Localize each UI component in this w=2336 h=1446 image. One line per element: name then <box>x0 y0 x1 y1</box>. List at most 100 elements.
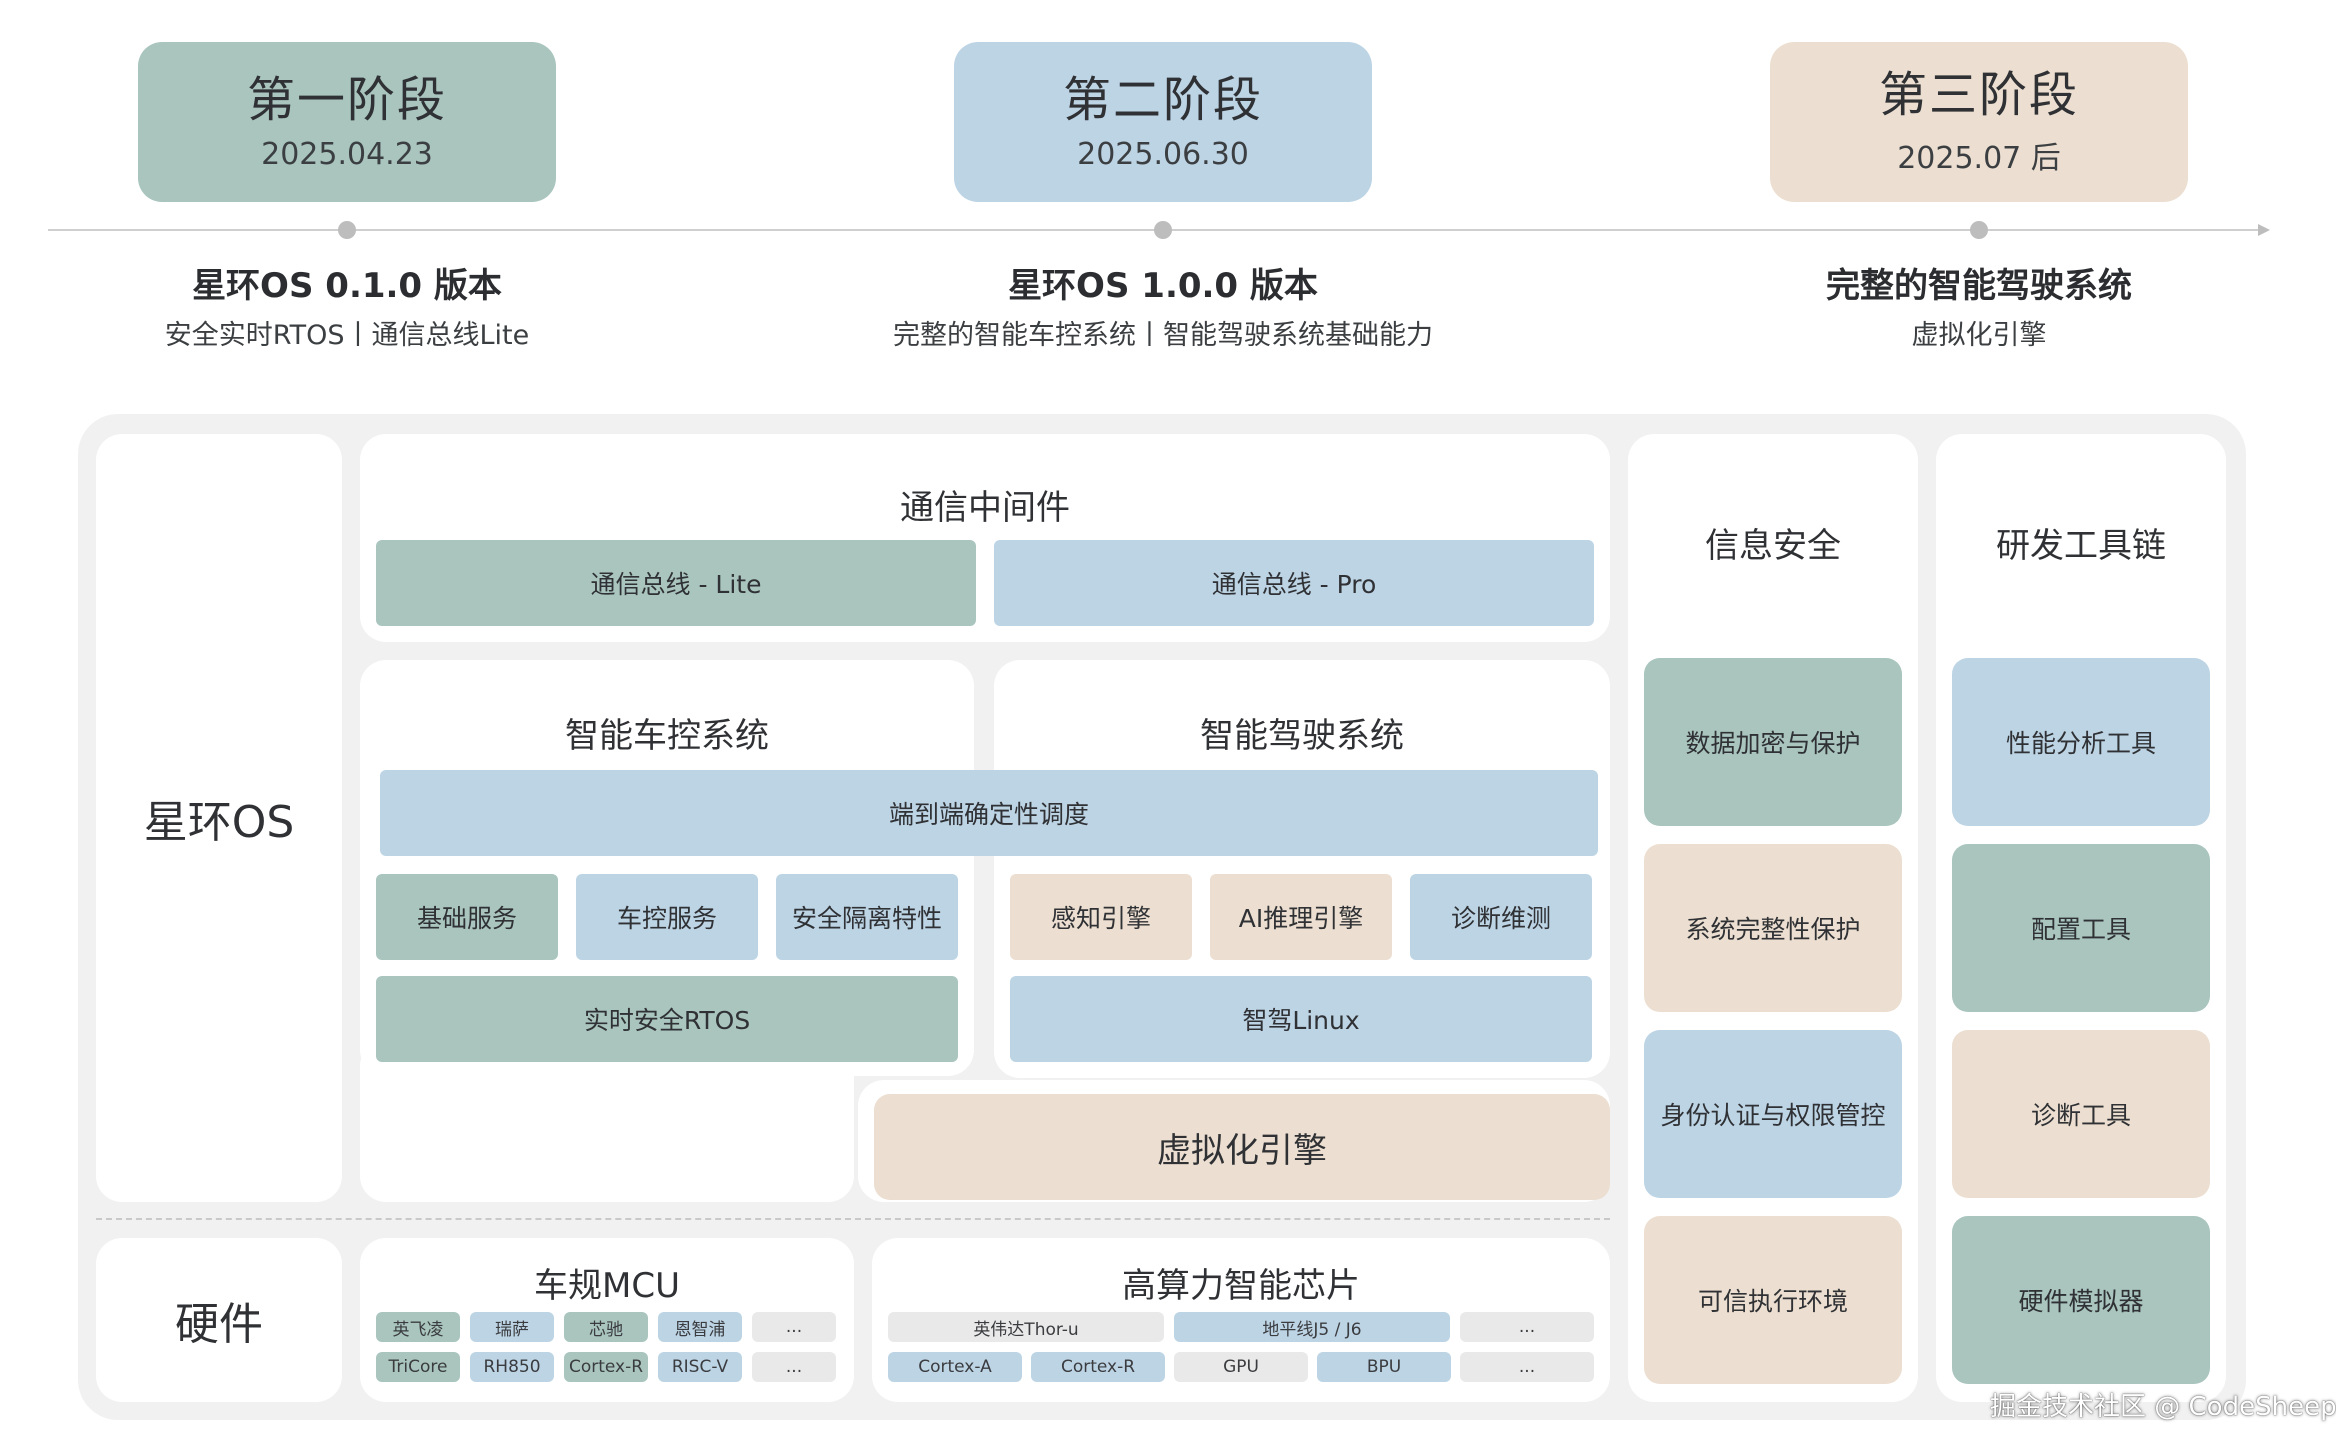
security-item-label: 系统完整性保护 <box>1685 915 1861 944</box>
toolchain-item: 配置工具 <box>1952 844 2210 1012</box>
stage-2-version: 星环OS 1.0.0 版本 <box>1008 266 1318 306</box>
mcu-card: 车规MCU 英飞凌 瑞萨 芯驰 恩智浦 ... TriCore RH850 Co… <box>360 1238 854 1402</box>
perception-label: 感知引擎 <box>1050 904 1151 933</box>
ai-chip-item: ... <box>1460 1352 1594 1382</box>
ai-chip-label: Cortex-A <box>918 1357 992 1377</box>
middleware-card: 通信中间件 通信总线 - Lite 通信总线 - Pro <box>360 434 1610 642</box>
virtualization-label: 虚拟化引擎 <box>1157 1130 1327 1171</box>
basic-service-block: 基础服务 <box>376 874 558 960</box>
mcu-chip-label: RH850 <box>483 1357 541 1377</box>
timeline-dot-3 <box>1970 221 1988 239</box>
isolation-label: 安全隔离特性 <box>791 904 942 933</box>
toolchain-item: 诊断工具 <box>1952 1030 2210 1198</box>
ai-chip-label: ... <box>1518 1357 1536 1377</box>
toolchain-item: 性能分析工具 <box>1952 658 2210 826</box>
hardware-label: 硬件 <box>175 1299 263 1350</box>
scheduling-block: 端到端确定性调度 <box>380 770 1598 856</box>
ai-chip-title: 高算力智能芯片 <box>1122 1266 1360 1306</box>
ai-chip-item: BPU <box>1317 1352 1451 1382</box>
stage-1-version: 星环OS 0.1.0 版本 <box>192 266 502 306</box>
middleware-title: 通信中间件 <box>900 488 1070 528</box>
linux-block: 智驾Linux <box>1010 976 1592 1062</box>
mcu-chip: Cortex-R <box>564 1352 648 1382</box>
timeline-line <box>48 229 2258 231</box>
mcu-chip: 瑞萨 <box>470 1312 554 1342</box>
mcu-chip: TriCore <box>376 1352 460 1382</box>
mcu-chip-label: TriCore <box>388 1357 448 1377</box>
timeline-dot-2 <box>1154 221 1172 239</box>
stage-2-date: 2025.06.30 <box>1077 137 1249 173</box>
watermark: 掘金技术社区 @ CodeSheep <box>1990 1392 2336 1422</box>
mcu-chip-label: 英飞凌 <box>392 1319 444 1340</box>
security-item: 可信执行环境 <box>1644 1216 1902 1384</box>
control-service-label: 车控服务 <box>616 904 717 933</box>
ai-chip-item: 地平线J5 / J6 <box>1174 1312 1450 1342</box>
security-item: 身份认证与权限管控 <box>1644 1030 1902 1198</box>
stage-3-desc: 虚拟化引擎 <box>1911 320 2047 351</box>
security-item: 数据加密与保护 <box>1644 658 1902 826</box>
ai-chip-card: 高算力智能芯片 英伟达Thor-u 地平线J5 / J6 ... Cortex-… <box>872 1238 1610 1402</box>
scheduling-label: 端到端确定性调度 <box>888 800 1089 829</box>
toolchain-item-label: 性能分析工具 <box>2005 729 2156 758</box>
ai-chip-item: 英伟达Thor-u <box>888 1312 1164 1342</box>
security-title: 信息安全 <box>1705 526 1841 566</box>
mcu-title: 车规MCU <box>534 1266 680 1306</box>
toolchain-item-label: 硬件模拟器 <box>2018 1287 2144 1316</box>
ai-chip-item: GPU <box>1174 1352 1308 1382</box>
vehicle-control-card-lower <box>360 1040 854 1202</box>
stage-3-date: 2025.07 后 <box>1897 140 2061 176</box>
mcu-chip: RH850 <box>470 1352 554 1382</box>
security-item: 系统完整性保护 <box>1644 844 1902 1012</box>
mcu-chip: 芯驰 <box>564 1312 648 1342</box>
diagnosis-label: 诊断维测 <box>1450 904 1551 933</box>
mcu-chip-label: 恩智浦 <box>674 1319 726 1340</box>
ai-chip-label: BPU <box>1366 1357 1402 1377</box>
timeline-arrow-icon <box>2258 224 2270 236</box>
bus-pro-label: 通信总线 - Pro <box>1211 570 1377 599</box>
stage-2-desc: 完整的智能车控系统丨智能驾驶系统基础能力 <box>893 320 1433 351</box>
stage-1-desc: 安全实时RTOS丨通信总线Lite <box>164 320 530 351</box>
os-label: 星环OS <box>143 797 295 848</box>
ai-chip-label: 英伟达Thor-u <box>973 1319 1079 1340</box>
mcu-chip: 恩智浦 <box>658 1312 742 1342</box>
stage-2-title: 第二阶段 <box>1062 71 1263 128</box>
mcu-chip-label: 芯驰 <box>589 1319 623 1340</box>
hardware-label-card: 硬件 <box>96 1238 342 1402</box>
ai-inference-block: AI推理引擎 <box>1210 874 1392 960</box>
ai-chip-label: GPU <box>1223 1357 1259 1377</box>
ai-chip-label: ... <box>1518 1317 1536 1337</box>
stage-3-title: 第三阶段 <box>1878 67 2079 124</box>
security-item-label: 数据加密与保护 <box>1685 729 1861 758</box>
ai-chip-item: Cortex-A <box>888 1352 1022 1382</box>
security-item-label: 可信执行环境 <box>1697 1287 1848 1316</box>
virtualization-block: 虚拟化引擎 <box>874 1094 1610 1200</box>
ai-chip-label: 地平线J5 / J6 <box>1262 1319 1362 1340</box>
driving-title: 智能驾驶系统 <box>1200 716 1404 756</box>
mcu-chip-label: RISC-V <box>671 1357 729 1377</box>
stage-1-caption: 星环OS 0.1.0 版本 安全实时RTOS丨通信总线Lite <box>97 258 597 352</box>
stage-2-caption: 星环OS 1.0.0 版本 完整的智能车控系统丨智能驾驶系统基础能力 <box>813 258 1513 352</box>
perception-block: 感知引擎 <box>1010 874 1192 960</box>
linux-label: 智驾Linux <box>1242 1006 1360 1035</box>
mcu-chip: RISC-V <box>658 1352 742 1382</box>
mcu-chip: ... <box>752 1352 836 1382</box>
stage-1-title: 第一阶段 <box>246 71 447 128</box>
stage-3-version: 完整的智能驾驶系统 <box>1826 266 2132 306</box>
basic-service-label: 基础服务 <box>416 904 517 933</box>
ai-chip-label: Cortex-R <box>1060 1357 1136 1377</box>
toolchain-item: 硬件模拟器 <box>1952 1216 2210 1384</box>
isolation-block: 安全隔离特性 <box>776 874 958 960</box>
diagnosis-block: 诊断维测 <box>1410 874 1592 960</box>
stage-1-box: 第一阶段 2025.04.23 <box>138 42 556 202</box>
stage-1-date: 2025.04.23 <box>261 137 433 173</box>
toolchain-item-label: 配置工具 <box>2030 915 2131 944</box>
bus-pro-block: 通信总线 - Pro <box>994 540 1594 626</box>
bus-lite-label: 通信总线 - Lite <box>590 570 762 599</box>
os-hardware-divider <box>96 1218 1610 1220</box>
mcu-chip-label: 瑞萨 <box>495 1319 529 1340</box>
ai-chip-item: ... <box>1460 1312 1594 1342</box>
toolchain-title: 研发工具链 <box>1996 526 2166 566</box>
mcu-chip: ... <box>752 1312 836 1342</box>
security-card: 信息安全 数据加密与保护 系统完整性保护 身份认证与权限管控 可信执行环境 <box>1628 434 1918 1402</box>
bus-lite-block: 通信总线 - Lite <box>376 540 976 626</box>
